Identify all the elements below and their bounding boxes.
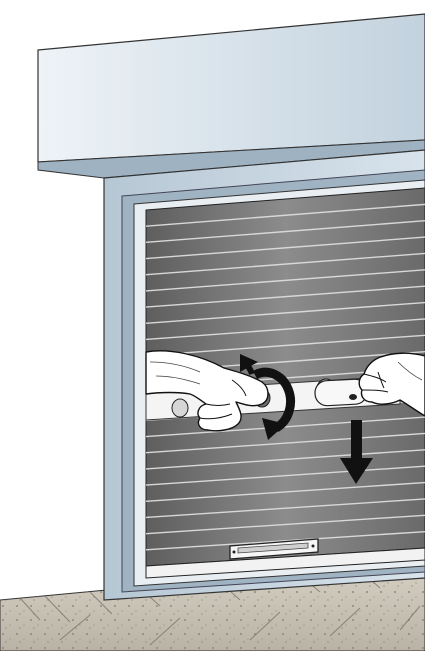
shutter-box <box>38 14 425 178</box>
